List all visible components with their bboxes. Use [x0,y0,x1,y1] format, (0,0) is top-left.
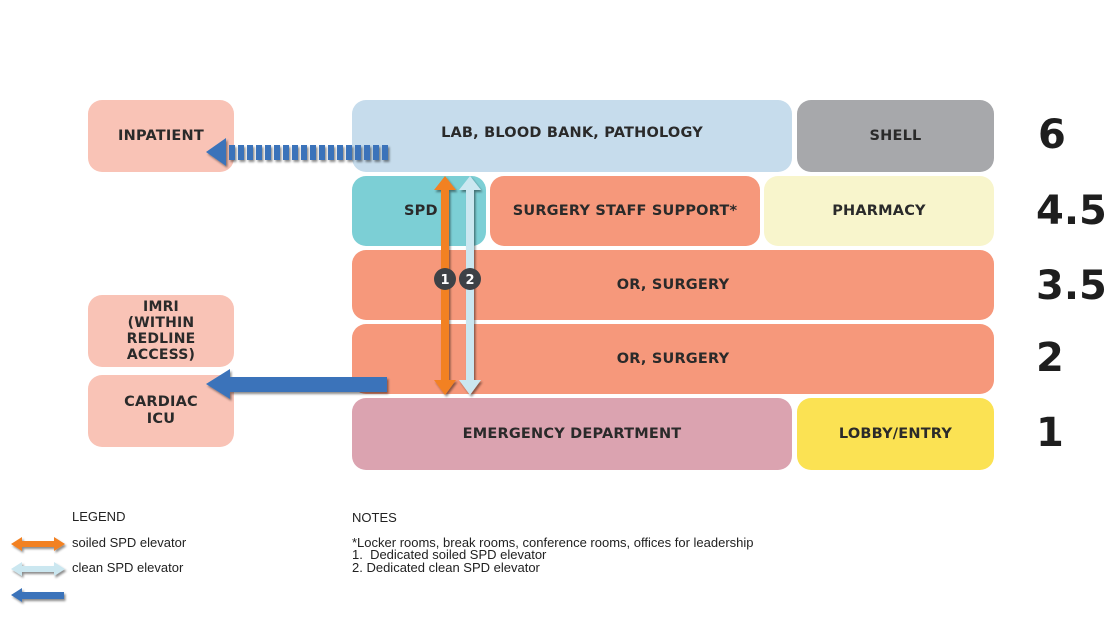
label-cardiac-icu: CARDIAC ICU [124,394,198,427]
badge-1-text: 1 [440,273,449,288]
legend-soiled-arrow-icon [11,537,65,551]
block-or-surgery-upper: OR, SURGERY [352,250,994,320]
block-inpatient: INPATIENT [88,100,234,172]
floor-label-1: 1 [1036,410,1064,456]
label-shell: SHELL [869,128,922,144]
label-emergency: EMERGENCY DEPARTMENT [462,426,682,442]
label-imri: IMRI (WITHIN REDLINE ACCESS) [126,299,196,363]
legend-title: LEGEND [72,509,126,524]
block-shell: SHELL [797,100,994,172]
floor-label-4-5: 4.5 [1036,188,1107,234]
dashed-arrow-to-inpatient [206,138,388,166]
notes-line-2: 1. Dedicated soiled SPD elevator [352,547,547,562]
label-lab: LAB, BLOOD BANK, PATHOLOGY [441,125,703,141]
label-inpatient: INPATIENT [118,128,204,144]
label-spd: SPD [404,203,438,219]
block-lab: LAB, BLOOD BANK, PATHOLOGY [352,100,792,172]
block-cardiac-icu: CARDIAC ICU [88,375,234,447]
badge-2-text: 2 [465,273,474,288]
label-or-surgery-lower: OR, SURGERY [616,351,730,367]
elevator-badge-1: 1 [434,268,456,290]
floor-label-6: 6 [1038,112,1066,158]
block-or-surgery-lower: OR, SURGERY [352,324,994,394]
notes-line-1: *Locker rooms, break rooms, conference r… [352,535,754,550]
elevator-badge-2: 2 [459,268,481,290]
legend-clean-arrow-icon [11,562,65,576]
floor-label-2: 2 [1036,335,1064,381]
block-emergency: EMERGENCY DEPARTMENT [352,398,792,470]
label-pharmacy: PHARMACY [832,203,926,219]
notes-line-3: 2. Dedicated clean SPD elevator [352,560,540,575]
label-lobby: LOBBY/ENTRY [838,426,953,442]
solid-arrow-to-cardiac-icu [206,369,387,399]
floor-label-3-5: 3.5 [1036,263,1107,309]
block-imri: IMRI (WITHIN REDLINE ACCESS) [88,295,234,367]
notes-title: NOTES [352,510,397,525]
block-surgery-staff-support: SURGERY STAFF SUPPORT* [490,176,760,246]
label-surgery-staff-support: SURGERY STAFF SUPPORT* [512,203,738,219]
block-pharmacy: PHARMACY [764,176,994,246]
legend-blue-arrow-icon [11,588,64,602]
legend-item-clean: clean SPD elevator [72,560,184,575]
label-or-surgery-upper: OR, SURGERY [616,277,730,293]
legend-item-soiled: soiled SPD elevator [72,535,187,550]
block-lobby: LOBBY/ENTRY [797,398,994,470]
